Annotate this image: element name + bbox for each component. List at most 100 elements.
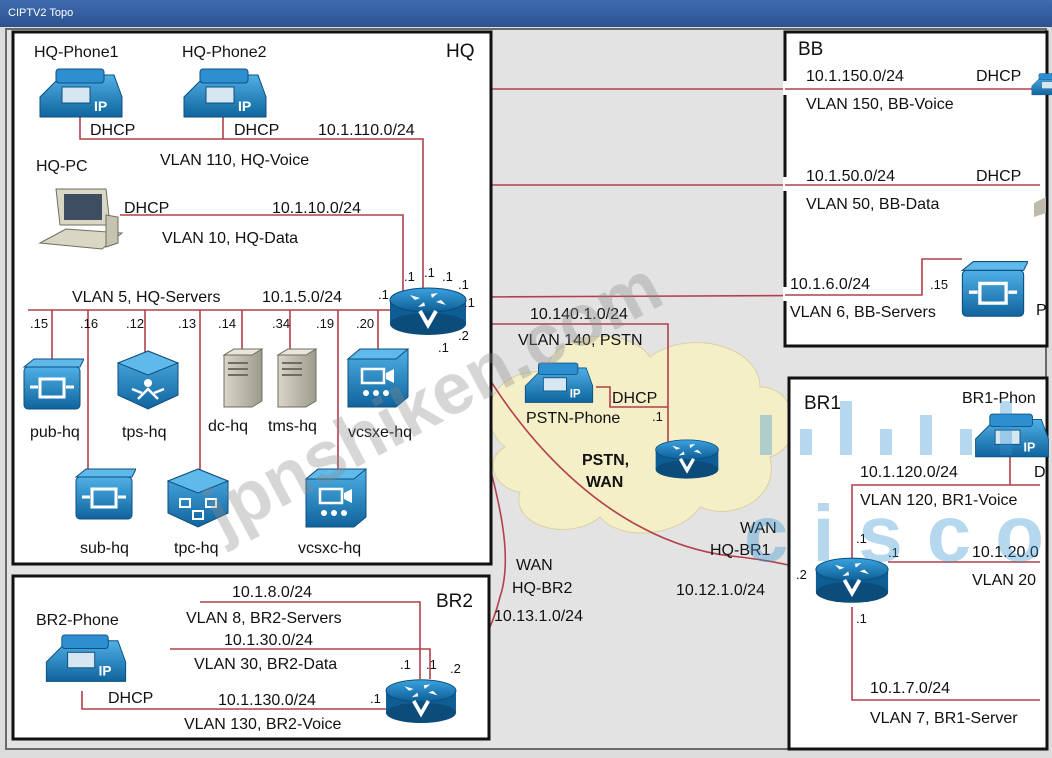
pstn-phone-label: PSTN-Phone [526, 410, 620, 427]
hq-router-ip-4: .1 [458, 277, 469, 292]
br2-phone-label: BR2-Phone [36, 612, 119, 629]
br1-voice-vlan: VLAN 120, BR1-Voice [860, 492, 1018, 509]
br2-voice-vlan: VLAN 130, BR2-Voice [184, 716, 342, 733]
title-bar: CIPTV2 Topo [0, 0, 1052, 28]
hq-srv-ip-tpc: .13 [178, 316, 196, 331]
pstn-cloud-line1: PSTN, [582, 452, 629, 469]
hq-pc-dhcp: DHCP [124, 200, 169, 217]
wan-br1-l1: WAN [740, 520, 777, 537]
hq-router-ip-5: .1 [378, 287, 389, 302]
hq-voice-vlan: VLAN 110, HQ-Voice [160, 152, 309, 169]
br2-router-ip-wan: .2 [450, 661, 461, 676]
bb-servers-vlan: VLAN 6, BB-Servers [790, 304, 936, 321]
hq-srv-ip-pub: .15 [30, 316, 48, 331]
br1-phone-label: BR1-Phon [962, 390, 1036, 407]
network-diagram: IP [0, 27, 1052, 758]
hq-srv-ip-dc: .14 [218, 316, 236, 331]
br2-voice-net: 10.1.130.0/24 [218, 692, 316, 709]
br2-data-vlan: VLAN 30, BR2-Data [194, 656, 337, 673]
pub-hq-label: pub-hq [30, 424, 80, 441]
hq-phone2-label: HQ-Phone2 [182, 44, 267, 61]
bb-site-label: BB [798, 39, 823, 60]
tms-hq-label: tms-hq [268, 418, 317, 435]
bb-link-cover-3 [783, 287, 789, 301]
br2-servers-net: 10.1.8.0/24 [232, 584, 312, 601]
br1-servers-vlan: VLAN 7, BR1-Server [870, 710, 1018, 727]
sub-hq-icon[interactable] [74, 467, 136, 521]
hq-phone1-dhcp: DHCP [90, 122, 135, 139]
bb-voice-vlan: VLAN 150, BB-Voice [806, 96, 954, 113]
hq-data-vlan: VLAN 10, HQ-Data [162, 230, 298, 247]
pub-hq-icon[interactable] [22, 357, 84, 411]
br2-phone-dhcp: DHCP [108, 690, 153, 707]
bb-voice-net: 10.1.150.0/24 [806, 68, 904, 85]
br1-router-ip-servers: .1 [856, 611, 867, 626]
dc-hq-icon[interactable] [223, 348, 263, 408]
br2-data-net: 10.1.30.0/24 [224, 632, 313, 649]
bb-pc-fragment [1034, 197, 1046, 217]
br2-servers-vlan: VLAN 8, BR2-Servers [186, 610, 342, 627]
br1-lan-links [851, 457, 1040, 701]
br2-router-ip-data: .1 [426, 657, 437, 672]
hq-router-ip-7: .2 [458, 328, 469, 343]
bb-link-cover-2 [783, 177, 789, 191]
tps-hq-label: tps-hq [122, 424, 166, 441]
hq-lan-links [28, 117, 424, 487]
hq-router-ip-2: .1 [424, 265, 435, 280]
hq-srv-ip-sub: .16 [80, 316, 98, 331]
hq-site-label: HQ [446, 41, 475, 62]
hq-srv-ip-tms: .34 [272, 316, 290, 331]
hq-servers-net: 10.1.5.0/24 [262, 289, 342, 306]
br1-router-ip-data: .1 [888, 545, 899, 560]
window-title: CIPTV2 Topo [8, 7, 74, 19]
bb-voice-dhcp: DHCP [976, 68, 1021, 85]
br1-voice-net: 10.1.120.0/24 [860, 464, 958, 481]
pstn-phone-link [596, 386, 668, 408]
pstn-vlan: VLAN 140, PSTN [518, 332, 643, 349]
wan-br1-l2: HQ-BR1 [710, 542, 771, 559]
bb-server-ip: .15 [930, 277, 948, 292]
pstn-phone-dhcp: DHCP [612, 390, 657, 407]
br2-site-label: BR2 [436, 591, 473, 612]
wan-br2-l1: WAN [516, 557, 553, 574]
sub-hq-label: sub-hq [80, 540, 129, 557]
tpc-hq-label: tpc-hq [174, 540, 218, 557]
br1-data-net: 10.1.20.0 [972, 544, 1039, 561]
pstn-net: 10.140.1.0/24 [530, 306, 628, 323]
bb-cut-label: P [1036, 302, 1047, 319]
hq-phone1-label: HQ-Phone1 [34, 44, 119, 61]
hq-router-icon[interactable] [388, 286, 468, 335]
br1-site-label: BR1 [804, 393, 841, 414]
hq-router-ip-1: .1 [404, 269, 415, 284]
pstn-router-ip: .1 [652, 409, 663, 424]
pstn-router-icon[interactable] [654, 438, 720, 479]
br2-lan-links [81, 601, 431, 710]
hq-voice-net: 10.1.110.0/24 [318, 122, 415, 139]
hq-router-ip-6: .1 [464, 295, 475, 310]
bb-servers-net: 10.1.6.0/24 [790, 276, 870, 293]
wan-br2-net: 10.13.1.0/24 [494, 608, 583, 625]
hq-pc-label: HQ-PC [36, 158, 88, 175]
bb-data-net: 10.1.50.0/24 [806, 168, 895, 185]
vcsxe-hq-label: vcsxe-hq [348, 424, 412, 441]
wan-br2-l2: HQ-BR2 [512, 580, 573, 597]
hq-data-net: 10.1.10.0/24 [272, 200, 361, 217]
br2-router-icon[interactable] [384, 677, 458, 723]
br1-dhcp-cut: D [1034, 464, 1046, 481]
hq-router-ip-8: .1 [438, 340, 449, 355]
br2-router-ip-servers: .1 [400, 657, 411, 672]
hq-srv-ip-vcsxc: .19 [316, 316, 334, 331]
tms-hq-icon[interactable] [277, 348, 317, 408]
br1-data-vlan: VLAN 20 [972, 572, 1036, 589]
hq-servers-vlan: VLAN 5, HQ-Servers [72, 289, 220, 306]
hq-srv-ip-vcsxe: .20 [356, 316, 374, 331]
bb-lan-links [785, 88, 1040, 296]
br1-router-ip-voice: .1 [856, 531, 867, 546]
hq-router-ip-3: .1 [442, 269, 453, 284]
watermark-cisco-bars [760, 401, 1012, 455]
bb-data-dhcp: DHCP [976, 168, 1021, 185]
bb-callmgr-icon[interactable] [960, 259, 1028, 318]
br2-router-ip-voice: .1 [370, 691, 381, 706]
link-hq-pstn [460, 323, 669, 447]
